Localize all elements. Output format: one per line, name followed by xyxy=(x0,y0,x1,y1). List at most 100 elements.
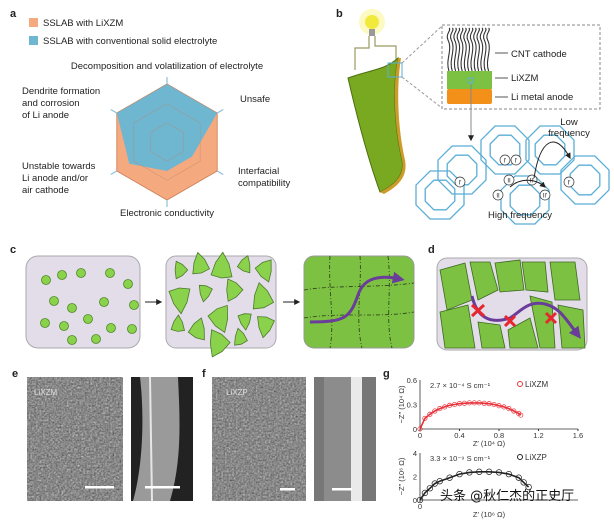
seed-particle xyxy=(105,268,115,278)
data-point xyxy=(436,478,443,485)
data-point xyxy=(432,408,438,414)
y-tick-label: 2 xyxy=(413,473,417,482)
fit-curve xyxy=(419,402,522,430)
seed-particle xyxy=(59,321,69,331)
conductivity-annotation: 2.7 × 10⁻⁴ S cm⁻¹ xyxy=(430,381,491,390)
cage-inner xyxy=(569,164,601,196)
cnt-fiber xyxy=(446,27,451,72)
fit-curve xyxy=(419,471,530,501)
label-lixzm: LiXZM xyxy=(511,73,539,84)
axis-line: compatibility xyxy=(238,178,291,189)
y-axis-label: −Z″ (10⁶ Ω) xyxy=(397,457,406,495)
data-point xyxy=(446,474,453,481)
legend-marker xyxy=(517,454,523,460)
panel-label-c: c xyxy=(10,244,16,256)
grain xyxy=(439,304,476,349)
grain xyxy=(529,295,556,349)
x-tick-label: 1.2 xyxy=(533,431,543,440)
ion-label: I' xyxy=(515,159,518,165)
seed-particle xyxy=(49,296,59,306)
watermark: 头条 @秋仁杰的正史厅 xyxy=(440,488,574,504)
crystal xyxy=(234,327,248,346)
y-tick-label: 4 xyxy=(413,449,417,458)
seed-particle xyxy=(76,268,86,278)
y-tick-label: 0 xyxy=(413,496,417,505)
seed-particle xyxy=(127,324,137,334)
cnt-fiber xyxy=(486,27,490,72)
crystal xyxy=(198,284,213,303)
x-mark-icon xyxy=(544,311,558,325)
x-axis-label: Z′ (10⁴ Ω) xyxy=(473,439,506,448)
sem-texture xyxy=(212,377,306,501)
radar-axis-electronic: Electronic conductivity xyxy=(120,208,214,219)
axis-line: Interfacial xyxy=(238,166,279,177)
cnt-fiber xyxy=(453,27,457,72)
radar-axis-tick xyxy=(216,109,224,114)
seed-particle xyxy=(106,323,116,333)
sem-label-lixzm: LiXZM xyxy=(34,388,57,397)
data-point xyxy=(431,480,438,487)
circuit-wire xyxy=(354,36,397,70)
panel-label-g: g xyxy=(383,368,390,380)
membrane-edge xyxy=(149,376,153,502)
membrane-cross-section xyxy=(133,377,180,501)
grain xyxy=(521,261,549,293)
axis-line: and corrosion xyxy=(22,98,80,109)
ion-site xyxy=(510,154,522,166)
cnt-fiber xyxy=(456,27,461,72)
ion-site xyxy=(563,176,575,188)
ion-site xyxy=(499,154,511,166)
seed-particles xyxy=(40,268,139,345)
label-high-frequency: High frequency xyxy=(488,210,552,221)
ion-site xyxy=(454,176,466,188)
cage-inner xyxy=(534,134,566,166)
crystal xyxy=(237,313,252,331)
inset-box xyxy=(441,24,601,110)
radar-axis-tick xyxy=(110,109,118,114)
y-tick-label: 0 xyxy=(413,425,417,434)
label-cnt-cathode: CNT cathode xyxy=(511,49,567,60)
grain xyxy=(549,261,581,301)
x-tick-label: 0 xyxy=(418,431,422,440)
data-point xyxy=(416,496,424,504)
grain xyxy=(507,317,539,349)
data-point xyxy=(422,415,428,421)
cnt-fiber xyxy=(479,27,484,72)
cnt-fiber xyxy=(450,27,454,72)
seed-particle xyxy=(129,300,139,310)
crystal xyxy=(254,259,272,283)
layer-leaders xyxy=(495,52,508,98)
ion-label: II xyxy=(507,179,511,185)
data-point xyxy=(511,408,517,414)
x-tick-label: 1.6 xyxy=(573,431,583,440)
panel-label-f: f xyxy=(202,368,206,380)
cnt-fiber xyxy=(469,27,474,72)
cnt-fiber xyxy=(473,27,477,72)
cage-inner xyxy=(509,184,541,216)
li-anode-layer xyxy=(447,89,492,104)
crystal xyxy=(252,281,275,310)
blocked-x-icons xyxy=(470,303,558,328)
panel-label-b: b xyxy=(336,8,343,20)
crystal xyxy=(168,287,191,315)
cage xyxy=(525,125,575,175)
x-tick-label: 0.4 xyxy=(454,431,464,440)
seed-particle xyxy=(123,279,133,289)
grain-boundary xyxy=(329,255,333,349)
radar-series-conventional xyxy=(116,84,218,171)
axis-line: of Li anode xyxy=(22,110,69,121)
radar-axis-dendrite: Dendrite formation and corrosion of Li a… xyxy=(22,86,100,121)
zoom-region xyxy=(387,62,403,78)
cnt-fiber xyxy=(483,27,487,72)
y-tick-label: 0.6 xyxy=(407,376,417,385)
radar-axis-unstable: Unstable towards Li anode and/or air cat… xyxy=(22,161,96,196)
cage-inner xyxy=(424,179,456,211)
radar-axis-unsafe: Unsafe xyxy=(240,94,270,105)
y-axis-label: −Z″ (10⁴ Ω) xyxy=(397,385,406,423)
axis-line: Unstable towards xyxy=(22,161,96,172)
radar-axis-tick xyxy=(216,170,224,175)
label-low: Low xyxy=(560,117,578,128)
